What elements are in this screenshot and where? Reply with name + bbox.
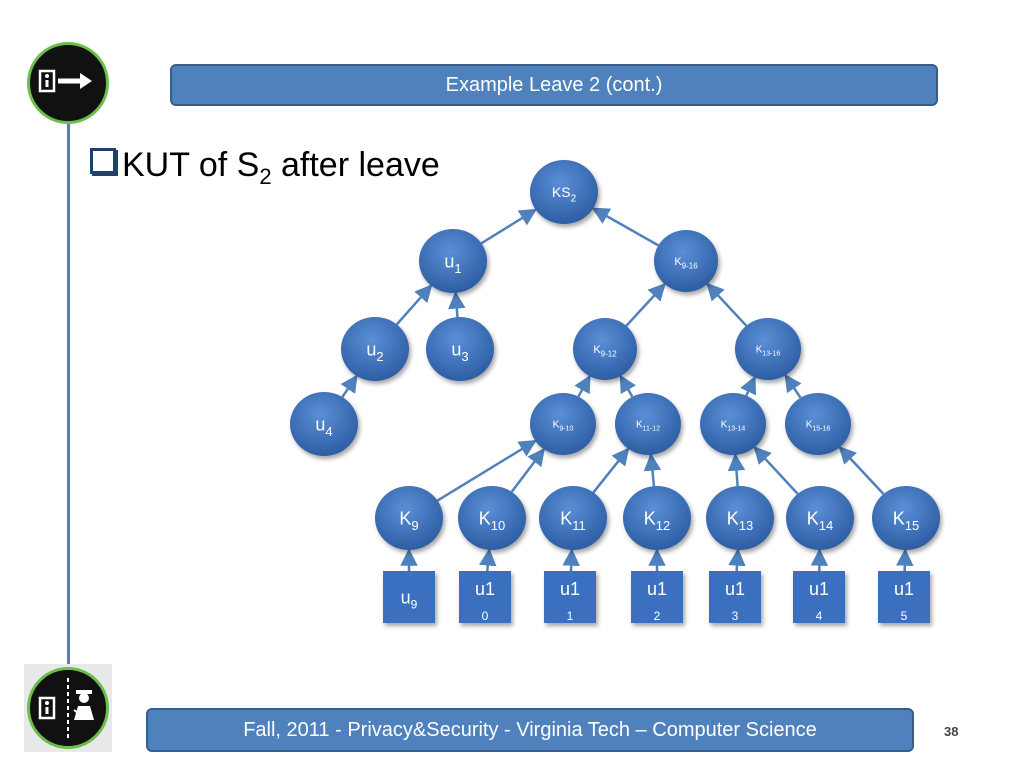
user-box-u11: u1 1 bbox=[544, 571, 596, 623]
node-label-k1112: K11-12 bbox=[636, 420, 660, 433]
node-label-k910: K9-10 bbox=[553, 420, 574, 433]
node-label-u15: u1 bbox=[894, 579, 914, 599]
edge-k1316-to-k916 bbox=[706, 282, 748, 327]
tree-node-k10: K10 bbox=[458, 486, 526, 550]
node-label-k14: K14 bbox=[807, 508, 833, 533]
sidebar-divider-line bbox=[67, 120, 70, 665]
slide-title: Example Leave 2 (cont.) bbox=[170, 64, 938, 106]
edge-k1112-to-k912 bbox=[619, 374, 636, 398]
user-box-u13: u1 3 bbox=[709, 571, 761, 623]
node-label-k916: K9-16 bbox=[674, 256, 698, 271]
tree-node-k916: K9-16 bbox=[654, 230, 718, 292]
node-label-line2-u15: 5 bbox=[901, 609, 908, 623]
node-label-line2-u12: 2 bbox=[654, 609, 661, 623]
exit-arrow-logo-icon bbox=[27, 42, 109, 124]
tree-node-k1516: K15-16 bbox=[785, 393, 851, 455]
edge-k15-to-k1516 bbox=[838, 446, 885, 495]
bullet-kut-s2: KUT of S2 after leave bbox=[90, 146, 440, 190]
slide-footer: Fall, 2011 - Privacy&Security - Virginia… bbox=[146, 708, 914, 752]
edge-u2-to-u1 bbox=[395, 284, 433, 326]
user-box-u9: u9 bbox=[383, 571, 435, 623]
tree-node-u1: u1 bbox=[419, 229, 487, 293]
edge-u4-to-u2 bbox=[340, 374, 358, 398]
edge-k916-to-ks2 bbox=[591, 207, 659, 247]
security-guard-logo-icon bbox=[24, 664, 112, 752]
edge-k13-to-k1314 bbox=[727, 453, 746, 487]
node-label-u12: u1 bbox=[647, 579, 667, 599]
user-box-u10: u1 0 bbox=[459, 571, 511, 623]
bullet-text-tail: after leave bbox=[271, 146, 440, 184]
tree-node-u4: u4 bbox=[290, 392, 358, 456]
node-label-u14: u1 bbox=[809, 579, 829, 599]
node-label-ks2: KS2 bbox=[552, 184, 577, 205]
node-label-line2-u10: 0 bbox=[482, 609, 489, 623]
tree-node-k1314: K13-14 bbox=[700, 393, 766, 455]
edge-u3-to-u1 bbox=[448, 291, 466, 318]
node-label-u11: u1 bbox=[560, 579, 580, 599]
node-label-u9: u9 bbox=[401, 587, 418, 611]
edge-k11-to-k1112 bbox=[592, 447, 630, 494]
user-box-u12: u1 2 bbox=[631, 571, 683, 623]
edge-k1314-to-k1316 bbox=[740, 375, 757, 397]
node-label-k12: K12 bbox=[644, 508, 670, 533]
node-label-k15: K15 bbox=[893, 508, 919, 533]
edge-u10-to-k10 bbox=[479, 548, 497, 572]
node-label-k1316: K13-16 bbox=[756, 345, 781, 358]
page-number: 38 bbox=[944, 724, 959, 739]
bullet-subscript: 2 bbox=[259, 163, 272, 189]
edge-u1-to-ks2 bbox=[480, 208, 538, 245]
tree-node-k12: K12 bbox=[623, 486, 691, 550]
tree-node-u3: u3 bbox=[426, 317, 494, 381]
node-label-u13: u1 bbox=[725, 579, 745, 599]
edge-k1516-to-k1316 bbox=[784, 373, 802, 399]
node-label-u4: u4 bbox=[315, 414, 332, 439]
edge-u11-to-k11 bbox=[562, 548, 580, 572]
tree-node-u2: u2 bbox=[341, 317, 409, 381]
tree-node-k13: K13 bbox=[706, 486, 774, 550]
node-label-u10: u1 bbox=[475, 579, 495, 599]
tree-node-k912: K9-12 bbox=[573, 318, 637, 380]
edge-k9-to-k910 bbox=[436, 439, 537, 502]
node-label-u3: u3 bbox=[451, 339, 468, 364]
node-label-k11: K11 bbox=[560, 508, 586, 533]
node-label-k912: K9-12 bbox=[593, 344, 617, 359]
tree-node-ks2: KS2 bbox=[530, 160, 598, 224]
edge-k12-to-k1112 bbox=[643, 453, 662, 487]
tree-node-k910: K9-10 bbox=[530, 393, 596, 455]
edge-u13-to-k13 bbox=[728, 548, 746, 572]
edge-u15-to-k15 bbox=[896, 548, 914, 572]
node-label-line2-u14: 4 bbox=[816, 609, 823, 623]
tree-node-k11: K11 bbox=[539, 486, 607, 550]
node-label-k1516: K15-16 bbox=[806, 420, 831, 433]
tree-node-k15: K15 bbox=[872, 486, 940, 550]
edge-k910-to-k912 bbox=[574, 374, 591, 398]
user-box-u14: u1 4 bbox=[793, 571, 845, 623]
edge-k10-to-k910 bbox=[510, 447, 545, 493]
bullet-text: KUT of S bbox=[122, 146, 260, 184]
node-label-u1: u1 bbox=[444, 251, 461, 276]
tree-node-k9: K9 bbox=[375, 486, 443, 550]
tree-node-k1316: K13-16 bbox=[735, 318, 801, 380]
node-label-line2-u13: 3 bbox=[732, 609, 739, 623]
edge-k912-to-k916 bbox=[625, 282, 666, 327]
checkbox-bullet-icon bbox=[90, 148, 116, 174]
node-label-k9: K9 bbox=[399, 508, 418, 533]
node-label-k1314: K13-14 bbox=[721, 420, 746, 433]
node-label-u2: u2 bbox=[366, 339, 383, 364]
node-label-k13: K13 bbox=[727, 508, 753, 533]
tree-node-k1112: K11-12 bbox=[615, 393, 681, 455]
node-label-line2-u11: 1 bbox=[567, 609, 574, 623]
tree-node-k14: K14 bbox=[786, 486, 854, 550]
edge-k14-to-k1314 bbox=[753, 446, 799, 495]
node-label-k10: K10 bbox=[479, 508, 505, 533]
user-box-u15: u1 5 bbox=[878, 571, 930, 623]
